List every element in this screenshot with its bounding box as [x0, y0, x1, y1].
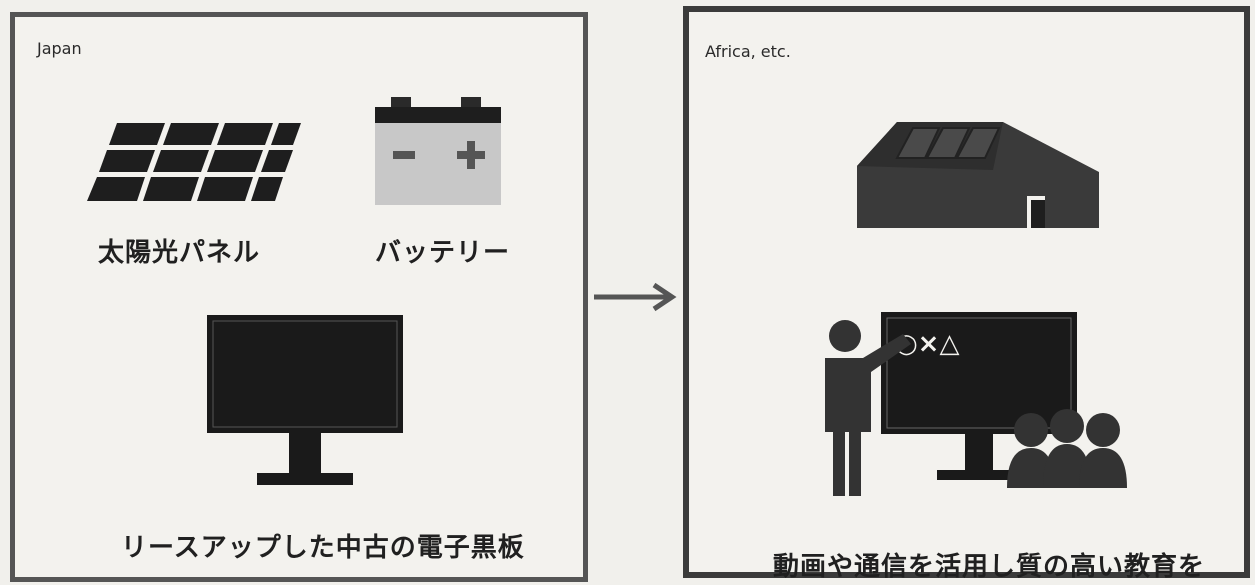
japan-panel: Japan 太陽光パネル	[10, 12, 588, 582]
africa-panel: Africa, etc. ○×△	[683, 6, 1250, 582]
teacher-body	[825, 334, 911, 496]
africa-region-label: Africa, etc.	[705, 42, 791, 61]
arrow-right-icon	[594, 282, 677, 312]
battery-label: バッテリー	[375, 238, 511, 268]
electronic-blackboard-icon	[207, 315, 403, 485]
solar-house-icon	[857, 122, 1099, 228]
solar-panel-label: 太陽光パネル	[98, 238, 261, 268]
solar-panel-icon	[87, 123, 301, 201]
blackboard-label: リースアップした中古の電子黒板	[121, 533, 525, 563]
battery-icon	[375, 97, 501, 205]
africa-caption: 動画や通信を活用し質の高い教育を	[773, 552, 1206, 582]
students-group	[1007, 409, 1127, 488]
teacher-head	[829, 320, 861, 352]
classroom-scene-icon: ○×△	[825, 312, 1127, 496]
japan-region-label: Japan	[37, 39, 82, 58]
